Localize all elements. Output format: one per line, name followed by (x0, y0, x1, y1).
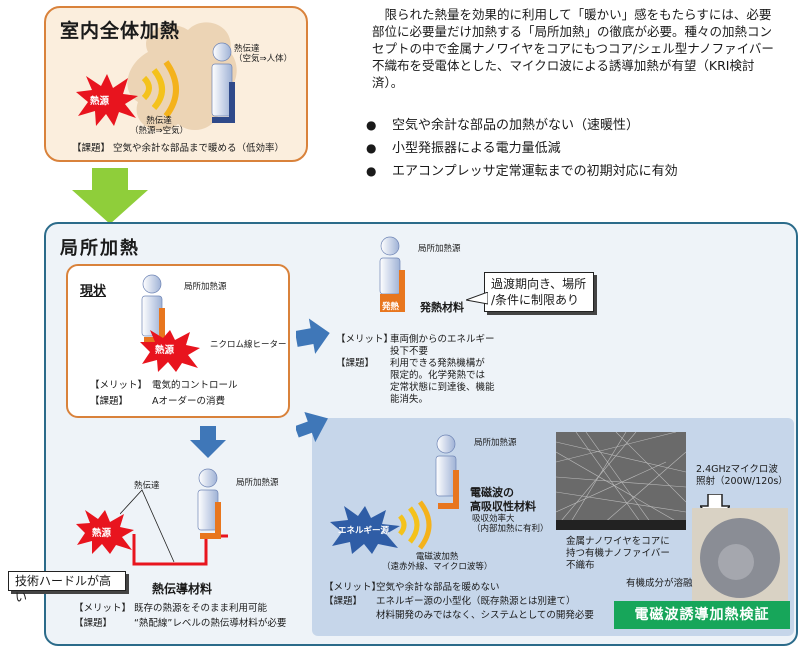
benefit-list: 空気や余計な部品の加熱がない（速暖性） 小型発振器による電力量低減 エアコンプレ… (366, 114, 786, 183)
heat-gen-material: 発熱材料 (420, 301, 464, 314)
em-heating-label: 電磁波加熱 （遠赤外線、マイクロ波等） (382, 552, 493, 572)
em-waves (398, 500, 432, 550)
heat-gen-merit-label: 【メリット】 (336, 334, 394, 345)
nichrome-heater-label: ニクロム線ヒーター (210, 340, 287, 350)
energy-source-burst (330, 506, 400, 554)
conduction-merit-label: 【メリット】 (74, 603, 132, 614)
heat-gen-merit-text: 車両側からのエネルギー 投下不要 (390, 334, 495, 357)
current-merit-label: 【メリット】 (90, 380, 148, 391)
callout-pointer (466, 292, 488, 305)
em-issue-text-2: 材料開発のみではなく、システムとしての開発必要 (376, 610, 594, 621)
verification-badge: 電磁波誘導加熱検証 (614, 601, 790, 629)
heat-transfer-label: 熱伝達 (134, 481, 160, 491)
em-material: 電磁波の 高吸収性材料 (470, 486, 536, 513)
current-issue-text: Aオーダーの消費 (152, 396, 225, 407)
local-heating-title: 局所加熱 (60, 238, 140, 259)
person-icon (197, 468, 221, 539)
em-issue-label: 【課題】 (324, 596, 363, 607)
current-merit-text: 電気的コントロール (152, 380, 238, 391)
em-local-heat-source: 局所加熱源 (474, 438, 517, 448)
current-issue-label: 【課題】 (90, 396, 129, 407)
heat-gen-issue-text: 利用できる発熱機構が 限定的。化学発熱では 定常状態に到達後、機能 能消失。 (390, 358, 495, 405)
em-merit-label: 【メリット】 (324, 582, 382, 593)
conduction-merit-text: 既存の熱源をそのまま利用可能 (134, 603, 268, 614)
room-heating-issue: 【課題】 空気や余計な部品まで暖める（低効率） (72, 143, 285, 154)
conduction-issue-text: “熱配線”レベルの熱伝導材料が必要 (134, 618, 287, 629)
current-local-heat-source: 局所加熱源 (184, 282, 227, 292)
person-icon (435, 434, 459, 509)
heat-waves (141, 60, 179, 118)
sem-caption: 金属ナノワイヤをコアに 持つ有機ナノファイバー 不織布 (566, 536, 670, 571)
heat-source-burst (76, 510, 134, 554)
microwave-label: 2.4GHzマイクロ波 照射（200W/120s） (696, 464, 788, 487)
sem-image (556, 432, 686, 530)
heat-gen-issue-label: 【課題】 (336, 358, 375, 369)
person-icon (211, 42, 235, 123)
melt-label: 有機成分が溶融 (626, 578, 693, 589)
heat-gen-local-heat-source: 局所加熱源 (418, 244, 461, 254)
benefit-item: 小型発振器による電力量低減 (366, 137, 786, 160)
benefit-item: 空気や余計な部品の加熱がない（速暖性） (366, 114, 786, 137)
heat-gen-callout: 過渡期向き、場所 /条件に制限あり (484, 272, 594, 312)
heat-source-label: 熱源 (90, 96, 110, 107)
concept-description: 限られた熱量を効果的に利用して「暖かい」感をもたらすには、必要部位に必要量だけ加… (372, 7, 774, 90)
heat-source-label: 熱源 (155, 345, 175, 356)
arrow-to-conduction (190, 426, 226, 458)
conduction-local-heat-source: 局所加熱源 (236, 478, 279, 488)
arrow-to-electromagnetic (296, 412, 328, 443)
conduction-issue-label: 【課題】 (74, 618, 113, 629)
sample-photo (692, 508, 788, 602)
heat-transfer-source-air: 熱伝達 （熱源⇒空気） (130, 116, 189, 136)
benefit-item: エアコンプレッサ定常運転までの初期対応に有効 (366, 160, 786, 183)
heat-transfer-air-person: 熱伝達 （空気⇒人体） (234, 44, 293, 64)
em-absorption: 吸収効率大 （内部加熱に有利） (472, 514, 549, 534)
conduction-material: 熱伝導材料 (152, 582, 213, 596)
room-heating-title: 室内全体加熱 (60, 20, 181, 42)
arrow-to-heat-generating (296, 318, 330, 354)
heat-source-burst (76, 74, 138, 126)
heat-label: 発熱 (382, 302, 400, 312)
heat-source-burst (140, 330, 200, 372)
person-icon (379, 236, 405, 312)
em-issue-text: エネルギー源の小型化（既存熱源とは別建て） (376, 596, 576, 607)
energy-source-label: エネルギー源 (338, 526, 390, 536)
em-merit-text: 空気や余計な部品を暖めない (376, 582, 500, 593)
conduction-callout: 技術ハードルが高い (8, 571, 126, 604)
current-method-title: 現状 (80, 284, 107, 299)
down-arrow-green (72, 168, 148, 224)
heat-source-label: 熱源 (92, 528, 112, 539)
